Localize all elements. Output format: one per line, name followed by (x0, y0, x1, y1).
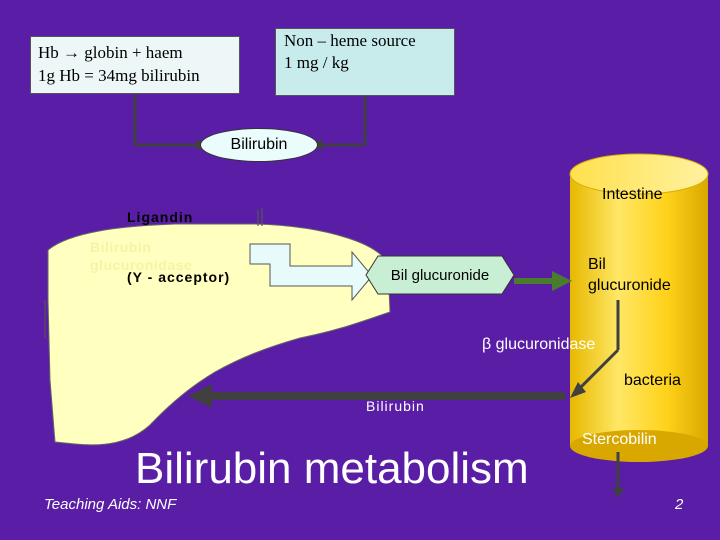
bil-glucuronide-liver: Bil glucuronide (368, 256, 512, 294)
reabsorbed-bilirubin-label: Bilirubin (366, 398, 425, 414)
bacteria-label: bacteria (624, 372, 681, 390)
ligandin-line-1: Ligandin (127, 207, 230, 227)
liver-enzyme-line-2: glucuronidase (90, 256, 192, 274)
stercobilin-label: Stercobilin (582, 431, 657, 449)
nonheme-source-box: Non – heme source 1 mg / kg (275, 28, 455, 96)
hemoglobin-line-1: Hb → globin + haem (38, 43, 183, 63)
slide-title: Bilirubin metabolism (135, 444, 529, 494)
bilirubin-node: Bilirubin (200, 128, 318, 162)
footer-credit: Teaching Aids: NNF (44, 496, 176, 513)
nonheme-line-2: 1 mg / kg (284, 53, 349, 73)
bil-glucuronide-intestine-line-1: Bil (588, 254, 671, 275)
beta-glucuronidase-label: β glucuronidase (482, 336, 595, 354)
bil-glucuronide-intestine: Bil glucuronide (588, 254, 671, 296)
hemoglobin-line-2: 1g Hb = 34mg bilirubin (38, 66, 200, 86)
liver-enzyme-line-1: Bilirubin (90, 238, 192, 256)
intestine-label: Intestine (602, 186, 662, 204)
hemoglobin-source-box: Hb → globin + haem 1g Hb = 34mg bilirubi… (30, 36, 240, 94)
nonheme-line-1: Non – heme source (284, 31, 416, 51)
bil-glucuronide-intestine-line-2: glucuronide (588, 275, 671, 296)
page-number: 2 (675, 496, 683, 513)
intestine-cylinder (570, 174, 708, 446)
liver-enzyme-label: Bilirubin glucuronidase (90, 238, 192, 274)
